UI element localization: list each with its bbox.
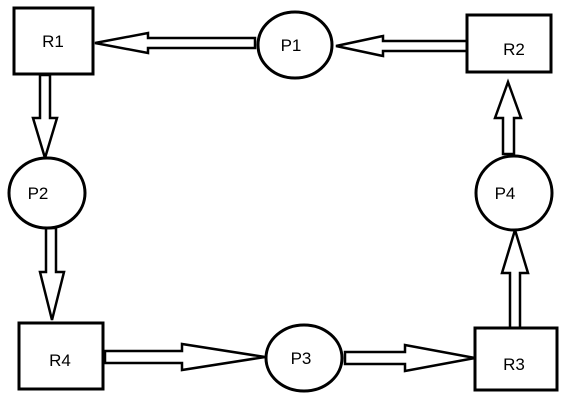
node-r3-label: R3 — [503, 355, 525, 374]
node-p3-label: P3 — [291, 349, 312, 368]
node-p4-label: P4 — [495, 184, 516, 203]
edge-r4-to-p3 — [103, 342, 266, 372]
node-r2: R2 — [465, 13, 553, 74]
node-p1: P1 — [256, 10, 334, 80]
edge-p4-to-r2 — [493, 78, 523, 156]
node-p2-label: P2 — [28, 184, 49, 203]
edge-r1-to-p2 — [31, 73, 59, 163]
node-r1-label: R1 — [42, 32, 64, 51]
node-r3: R3 — [473, 326, 559, 392]
node-p2: P2 — [7, 156, 87, 230]
edge-p2-to-r4 — [38, 226, 66, 321]
edge-r2-to-p1 — [335, 34, 469, 58]
node-r4-label: R4 — [49, 351, 71, 370]
edge-p1-to-r1 — [94, 31, 257, 55]
node-r1: R1 — [12, 6, 95, 76]
edge-r3-to-p4 — [500, 225, 530, 330]
node-p1-label: P1 — [281, 36, 302, 55]
node-r2-label: R2 — [503, 40, 525, 59]
node-p4: P4 — [474, 154, 554, 232]
edge-p3-to-r3 — [343, 343, 476, 373]
node-r4: R4 — [17, 321, 105, 391]
node-p3: P3 — [264, 323, 344, 393]
